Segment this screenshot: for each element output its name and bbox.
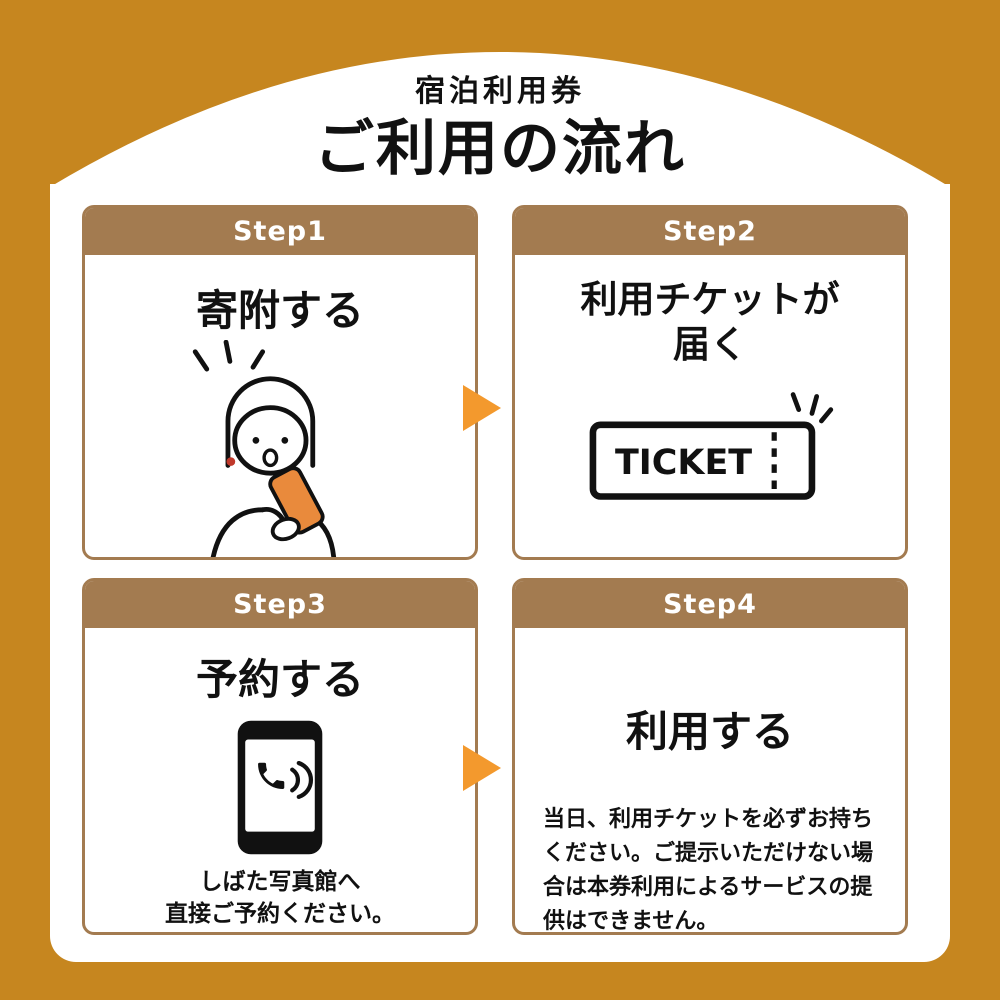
step-3-label: Step3 [233, 589, 327, 620]
step-4-header: Step4 [515, 581, 905, 628]
step-3-header: Step3 [85, 581, 475, 628]
step-2-heading: 利用チケットが 届く [580, 278, 840, 367]
speed-lines-icon [192, 340, 266, 372]
ticket-text: TICKET [615, 443, 752, 483]
step-4-label: Step4 [663, 589, 757, 620]
voucher-type-subtitle: 宿泊利用券 [415, 74, 585, 109]
woman-using-smartphone-icon [85, 340, 475, 557]
step-1-header: Step1 [85, 208, 475, 255]
step-2-card: Step2 利用チケットが 届く TICKET [512, 205, 908, 560]
arch-background [50, 52, 950, 187]
step-3-note: しばた写真館へ 直接ご予約ください。 [165, 869, 395, 928]
step-3-heading: 予約する [195, 655, 364, 704]
step-1-label: Step1 [233, 216, 327, 247]
arrow-right-icon [463, 745, 501, 791]
step-2-label: Step2 [663, 216, 757, 247]
step-4-note: 当日、利用チケットを必ずお持ちください。ご提示いただけない場合は本券利用によるサ… [543, 807, 874, 935]
speed-lines-icon [790, 392, 834, 424]
page-title: ご利用の流れ [314, 114, 686, 184]
step-1-heading: 寄附する [195, 286, 364, 335]
step-4-heading: 利用する [625, 707, 794, 756]
smartphone-call-icon [85, 717, 475, 858]
arrow-right-icon [463, 385, 501, 431]
step-4-card: Step4 利用する 当日、利用チケットを必ずお持ちください。ご提示いただけない… [512, 578, 908, 935]
step-3-card: Step3 予約する しばた写真館へ 直接ご予約ください。 [82, 578, 478, 935]
step-1-card: Step1 寄附する [82, 205, 478, 560]
ticket-icon: TICKET [515, 387, 905, 505]
step-2-header: Step2 [515, 208, 905, 255]
